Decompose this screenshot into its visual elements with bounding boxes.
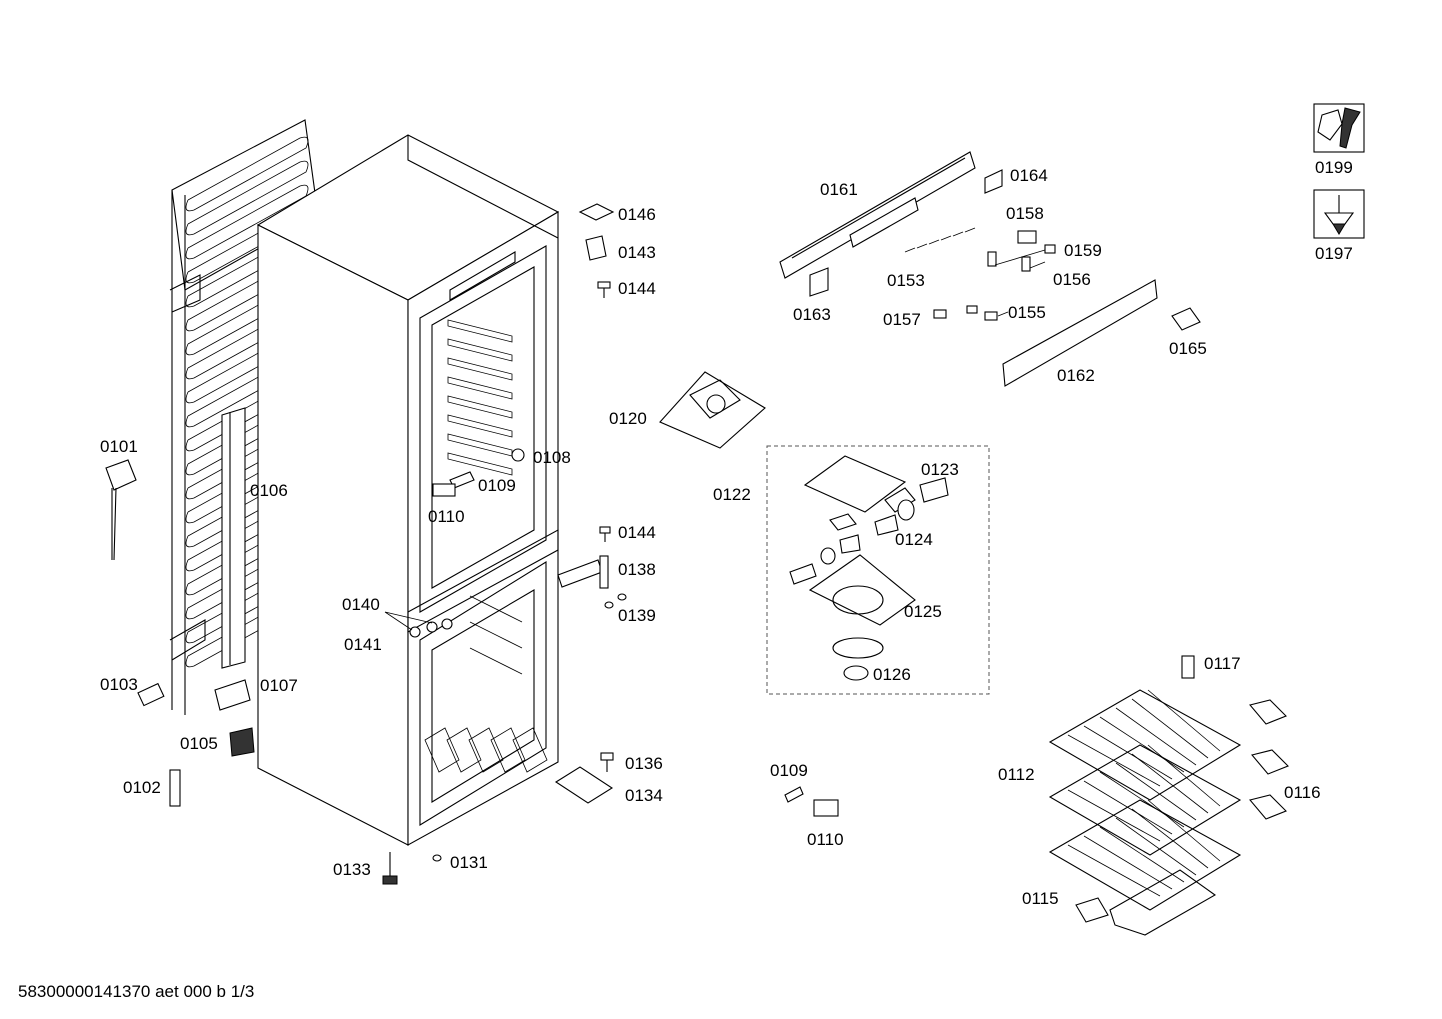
label-0155: 0155 bbox=[1008, 303, 1046, 322]
part-0138 bbox=[557, 555, 609, 589]
part-0163 bbox=[809, 267, 829, 297]
label-0134: 0134 bbox=[625, 786, 663, 805]
label-0139: 0139 bbox=[618, 606, 656, 625]
part-0133 bbox=[382, 852, 398, 885]
part-0108 bbox=[511, 448, 525, 462]
wrench-nut-icon bbox=[1313, 103, 1365, 153]
part-0136 bbox=[600, 752, 614, 772]
label-0131: 0131 bbox=[450, 853, 488, 872]
part-0109-loose bbox=[784, 786, 804, 803]
label-0122: 0122 bbox=[713, 485, 751, 504]
part-0157 bbox=[933, 309, 947, 319]
part-0156 bbox=[987, 249, 1046, 272]
label-0197: 0197 bbox=[1315, 244, 1353, 263]
label-0133: 0133 bbox=[333, 860, 371, 879]
plug-0101 bbox=[105, 459, 137, 561]
part-0117 bbox=[1181, 655, 1195, 679]
label-0117: 0117 bbox=[1204, 654, 1241, 673]
part-labels: 0101 0106 0103 0107 0105 0102 0133 0131 … bbox=[100, 158, 1353, 908]
label-0158: 0158 bbox=[1006, 204, 1044, 223]
label-0143: 0143 bbox=[618, 243, 656, 262]
label-0125: 0125 bbox=[904, 602, 942, 621]
part-0110-loose bbox=[813, 799, 839, 817]
label-0124: 0124 bbox=[895, 530, 933, 549]
part-0164 bbox=[984, 169, 1003, 194]
label-0141: 0141 bbox=[344, 635, 382, 654]
label-0115: 0115 bbox=[1022, 889, 1059, 908]
part-0102 bbox=[169, 769, 181, 807]
bar-0162 bbox=[1002, 279, 1158, 387]
door-bar-0106 bbox=[221, 407, 246, 669]
part-0144-top bbox=[597, 281, 611, 298]
clips-0116 bbox=[1249, 699, 1289, 820]
label-0164: 0164 bbox=[1010, 166, 1048, 185]
part-0146 bbox=[578, 203, 615, 221]
part-0158 bbox=[1017, 230, 1037, 244]
parts-0140-0141 bbox=[384, 611, 453, 638]
label-0126: 0126 bbox=[873, 665, 911, 684]
label-0112: 0112 bbox=[998, 765, 1035, 784]
springs-0153 bbox=[904, 227, 976, 253]
label-0123: 0123 bbox=[921, 460, 959, 479]
part-0107 bbox=[214, 679, 251, 711]
label-0109-inner: 0109 bbox=[478, 476, 516, 495]
label-0103: 0103 bbox=[100, 675, 138, 694]
footer-text: 58300000141370 aet 000 b 1/3 bbox=[18, 982, 254, 1001]
clip-0115 bbox=[1075, 897, 1109, 923]
label-0144-top: 0144 bbox=[618, 279, 656, 298]
part-0155 bbox=[966, 305, 1009, 321]
label-0110-loose: 0110 bbox=[807, 830, 844, 849]
part-0139 bbox=[604, 593, 627, 609]
part-0105 bbox=[229, 727, 255, 757]
label-0199: 0199 bbox=[1315, 158, 1353, 177]
label-0144-mid: 0144 bbox=[618, 523, 656, 542]
label-0163: 0163 bbox=[793, 305, 831, 324]
screwdriver-icon bbox=[1313, 189, 1365, 239]
part-0144-mid bbox=[599, 526, 611, 542]
part-0159 bbox=[1044, 244, 1056, 254]
label-0165: 0165 bbox=[1169, 339, 1207, 358]
fan-housing-0120 bbox=[659, 371, 766, 449]
label-0161: 0161 bbox=[820, 180, 858, 199]
label-0120: 0120 bbox=[609, 409, 647, 428]
label-0157: 0157 bbox=[883, 310, 921, 329]
refrigerator-cabinet bbox=[256, 134, 560, 846]
label-0146: 0146 bbox=[618, 205, 656, 224]
part-0103 bbox=[137, 682, 165, 707]
label-0110-inner: 0110 bbox=[428, 507, 465, 526]
label-0101: 0101 bbox=[100, 437, 138, 456]
label-0108: 0108 bbox=[533, 448, 571, 467]
part-0143 bbox=[585, 235, 607, 261]
label-0102: 0102 bbox=[123, 778, 161, 797]
assembly-box-0122 bbox=[766, 445, 990, 695]
label-0153: 0153 bbox=[887, 271, 925, 290]
label-0159: 0159 bbox=[1064, 241, 1102, 260]
control-rail-0161 bbox=[779, 151, 976, 279]
part-0134 bbox=[554, 766, 614, 804]
label-0136: 0136 bbox=[625, 754, 663, 773]
part-0165 bbox=[1171, 307, 1201, 331]
label-0156: 0156 bbox=[1053, 270, 1091, 289]
label-0116: 0116 bbox=[1284, 783, 1321, 802]
label-0138: 0138 bbox=[618, 560, 656, 579]
part-0110-inner bbox=[432, 483, 456, 497]
label-0106: 0106 bbox=[250, 481, 288, 500]
label-0140: 0140 bbox=[342, 595, 380, 614]
label-0109-loose: 0109 bbox=[770, 761, 808, 780]
label-0105: 0105 bbox=[180, 734, 218, 753]
part-0131 bbox=[432, 854, 442, 862]
evaporator-assembly bbox=[1048, 689, 1242, 936]
label-0162: 0162 bbox=[1057, 366, 1095, 385]
label-0107: 0107 bbox=[260, 676, 298, 695]
